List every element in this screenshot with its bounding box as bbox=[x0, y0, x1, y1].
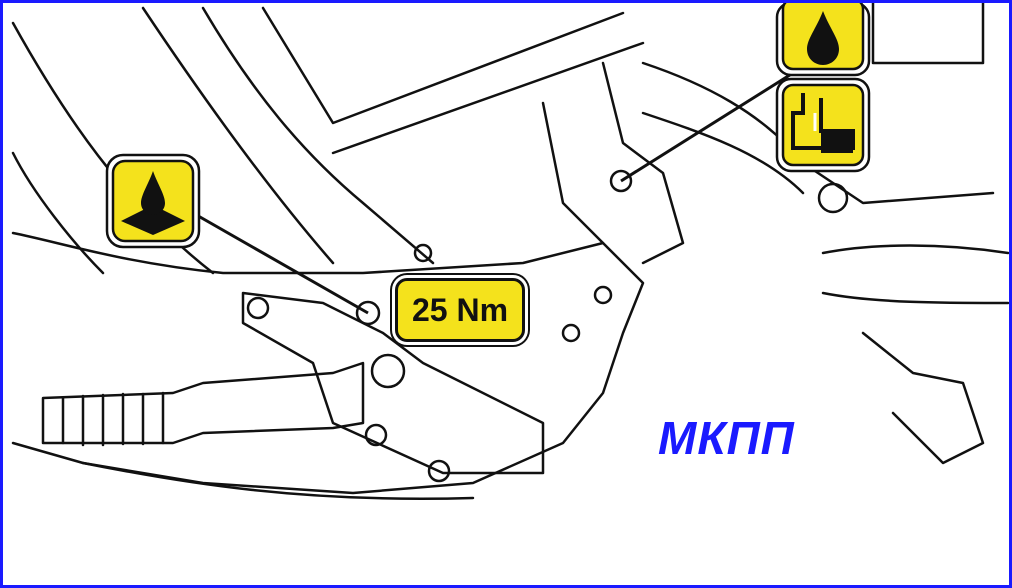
bracket-bolt-2 bbox=[364, 423, 388, 447]
bracket-bolt-1 bbox=[246, 296, 270, 320]
vertical-link bbox=[601, 61, 685, 265]
mount-bolt bbox=[817, 182, 849, 214]
torque-label: 25 Nm bbox=[411, 291, 509, 328]
sealant-drop-icon bbox=[105, 153, 201, 249]
housing-edge-1 bbox=[141, 6, 335, 265]
drivetrain-line-drawing bbox=[11, 3, 1009, 501]
transmission-body bbox=[11, 231, 645, 495]
housing-edge-6 bbox=[11, 151, 105, 275]
body-bottom-edge bbox=[81, 461, 475, 501]
right-mount bbox=[861, 331, 985, 465]
bracket-bushing bbox=[370, 353, 406, 389]
stud-1 bbox=[561, 323, 581, 343]
right-arm-bottom bbox=[821, 291, 1009, 305]
leader-line-oil bbox=[620, 71, 794, 183]
fill-level-icon bbox=[775, 77, 871, 173]
drain-plug bbox=[355, 300, 381, 326]
filler-plug bbox=[609, 169, 633, 193]
diagram-caption: МКПП bbox=[658, 412, 795, 464]
housing-edge-4 bbox=[331, 41, 645, 155]
right-arm-top bbox=[821, 244, 1009, 255]
axle-boot bbox=[41, 361, 365, 445]
top-right-bracket bbox=[871, 3, 985, 65]
housing-edge-2 bbox=[201, 6, 435, 265]
right-shaft-lower bbox=[641, 111, 805, 195]
leader-line-sealant bbox=[192, 211, 369, 315]
vertical-link-2 bbox=[541, 101, 605, 245]
oil-drop-icon bbox=[775, 3, 871, 77]
housing-edge-3 bbox=[261, 6, 625, 125]
bracket-bolt-3 bbox=[427, 459, 451, 483]
stud-2 bbox=[593, 285, 613, 305]
boot-ribs bbox=[61, 391, 165, 447]
torque-badge: 25 Nm bbox=[395, 278, 525, 342]
stud-3 bbox=[413, 243, 433, 263]
